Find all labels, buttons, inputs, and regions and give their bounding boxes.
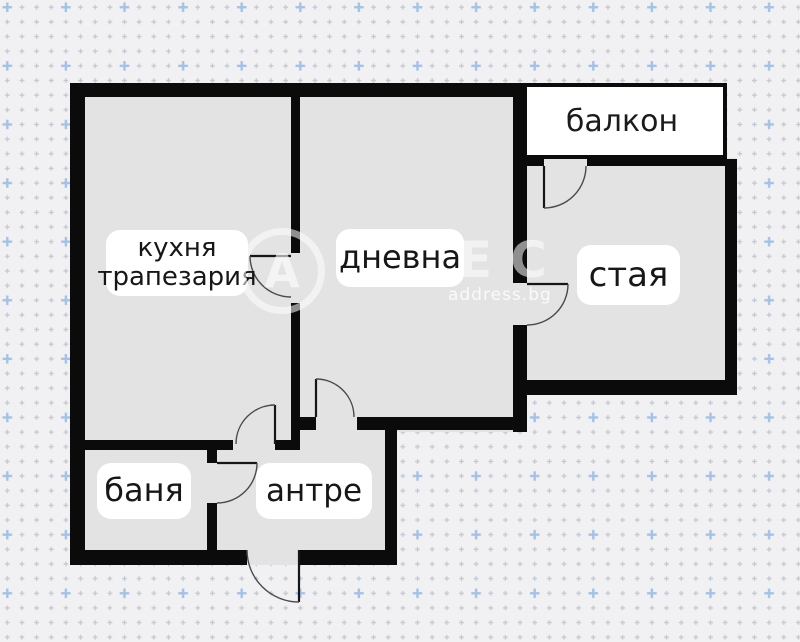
outer-bottom-wall-right [300,550,397,565]
room-label-bedroom: стая [577,245,680,305]
hall-right-wall [385,425,397,565]
balcony-label: балкон [565,103,679,139]
bedroom-top-wall-right [587,159,737,166]
kitchen-bottom-wall-right [275,440,300,450]
outer-top-wall [70,83,527,97]
bath-hall-wall-lower [207,503,217,550]
living-hall-door-arc [315,378,355,418]
kitchen-label-line2: трапезария [97,262,257,292]
entrance-door-arc [246,549,300,603]
kitchen-label-line1: кухня [137,232,217,263]
living-bottom-wall-right [357,417,527,430]
kitchen-living-wall-upper [291,97,300,253]
living-bottom-wall-left [296,417,316,430]
room-label-kitchen: кухня трапезария [97,230,257,296]
kitchen-living-wall-lower [291,303,300,450]
room-balcony: балкон [517,83,727,159]
bedroom-label-text: стая [588,254,669,295]
entrance-opening [247,550,300,565]
balcony-door-arc [543,165,587,209]
bath-hall-wall-upper [207,448,217,463]
room-label-hall: антре [256,463,372,519]
room-label-living: дневна [336,229,464,287]
bedroom-top-wall-left [525,159,544,166]
outer-bottom-wall-left [70,550,247,565]
kitchen-bottom-wall-left [70,440,233,450]
bath-door-arc [216,462,258,504]
bedroom-door-arc [526,283,569,326]
bedroom-right-wall [725,159,737,395]
living-bedroom-wall-upper [513,83,527,283]
bedroom-bottom-wall [513,380,737,395]
hall-label-text: антре [265,472,363,509]
room-label-bath: баня [97,463,191,519]
living-bedroom-wall-lower [513,325,527,432]
living-label-text: дневна [338,238,462,277]
kitchen-door-arc [249,255,292,298]
kitchen-hall-door-arc [235,404,276,445]
bath-label-text: баня [104,471,184,510]
